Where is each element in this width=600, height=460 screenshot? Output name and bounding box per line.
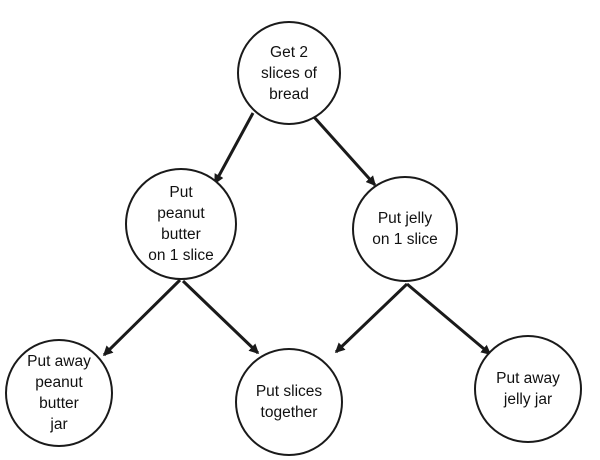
node-put-peanut-butter: Put peanut butter on 1 slice xyxy=(125,168,237,280)
node-put-jelly: Put jelly on 1 slice xyxy=(352,176,458,282)
arrow-get-bread-to-peanut-butter xyxy=(213,112,255,185)
arrow-jelly-to-put-slices-together xyxy=(334,282,409,354)
node-put-slices-together-label: Put slices together xyxy=(255,383,323,421)
arrow-peanut-butter-to-put-away-jar xyxy=(102,278,182,357)
node-put-jelly-label: Put jelly on 1 slice xyxy=(372,210,438,248)
node-put-slices-together: Put slices together xyxy=(235,348,343,456)
arrow-get-bread-to-jelly xyxy=(312,115,377,187)
node-put-peanut-butter-label: Put peanut butter on 1 slice xyxy=(148,184,214,264)
node-get-bread: Get 2 slices of bread xyxy=(237,21,341,125)
node-put-away-jelly-jar: Put away jelly jar xyxy=(474,335,582,443)
node-put-away-peanut-butter-jar: Put away peanut butter jar xyxy=(5,339,113,447)
arrow-peanut-butter-to-put-slices-together xyxy=(181,279,260,355)
node-get-bread-label: Get 2 slices of bread xyxy=(261,43,317,103)
node-put-away-jelly-jar-label: Put away jelly jar xyxy=(496,370,560,408)
node-put-away-peanut-butter-jar-label: Put away peanut butter jar xyxy=(27,353,91,433)
arrow-jelly-to-put-away-jelly-jar xyxy=(406,282,492,356)
